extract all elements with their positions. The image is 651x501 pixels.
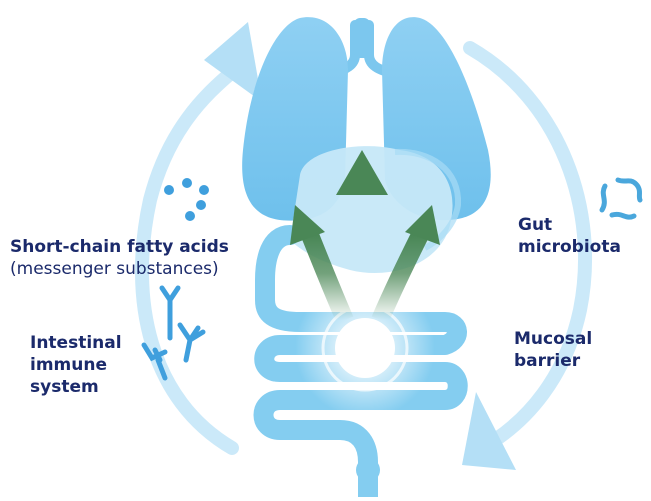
- immune-line1: Intestinal: [30, 332, 122, 354]
- immune-line3: system: [30, 376, 122, 398]
- scfa-title: Short-chain fatty acids: [10, 236, 229, 258]
- gut-line2: microbiota: [518, 236, 621, 258]
- bacteria-icon: [602, 180, 640, 217]
- fatty-acid-dots-icon: [164, 178, 209, 221]
- immune-label: Intestinal immune system: [30, 332, 122, 398]
- scfa-label: Short-chain fatty acids (messenger subst…: [10, 236, 229, 280]
- scfa-subtitle: (messenger substances): [10, 258, 229, 280]
- mucosal-line1: Mucosal: [514, 328, 592, 350]
- mucosal-line2: barrier: [514, 350, 592, 372]
- gut-line1: Gut: [518, 214, 621, 236]
- gut-microbiota-label: Gut microbiota: [518, 214, 621, 258]
- immune-line2: immune: [30, 354, 122, 376]
- mucosal-barrier-label: Mucosal barrier: [514, 328, 592, 372]
